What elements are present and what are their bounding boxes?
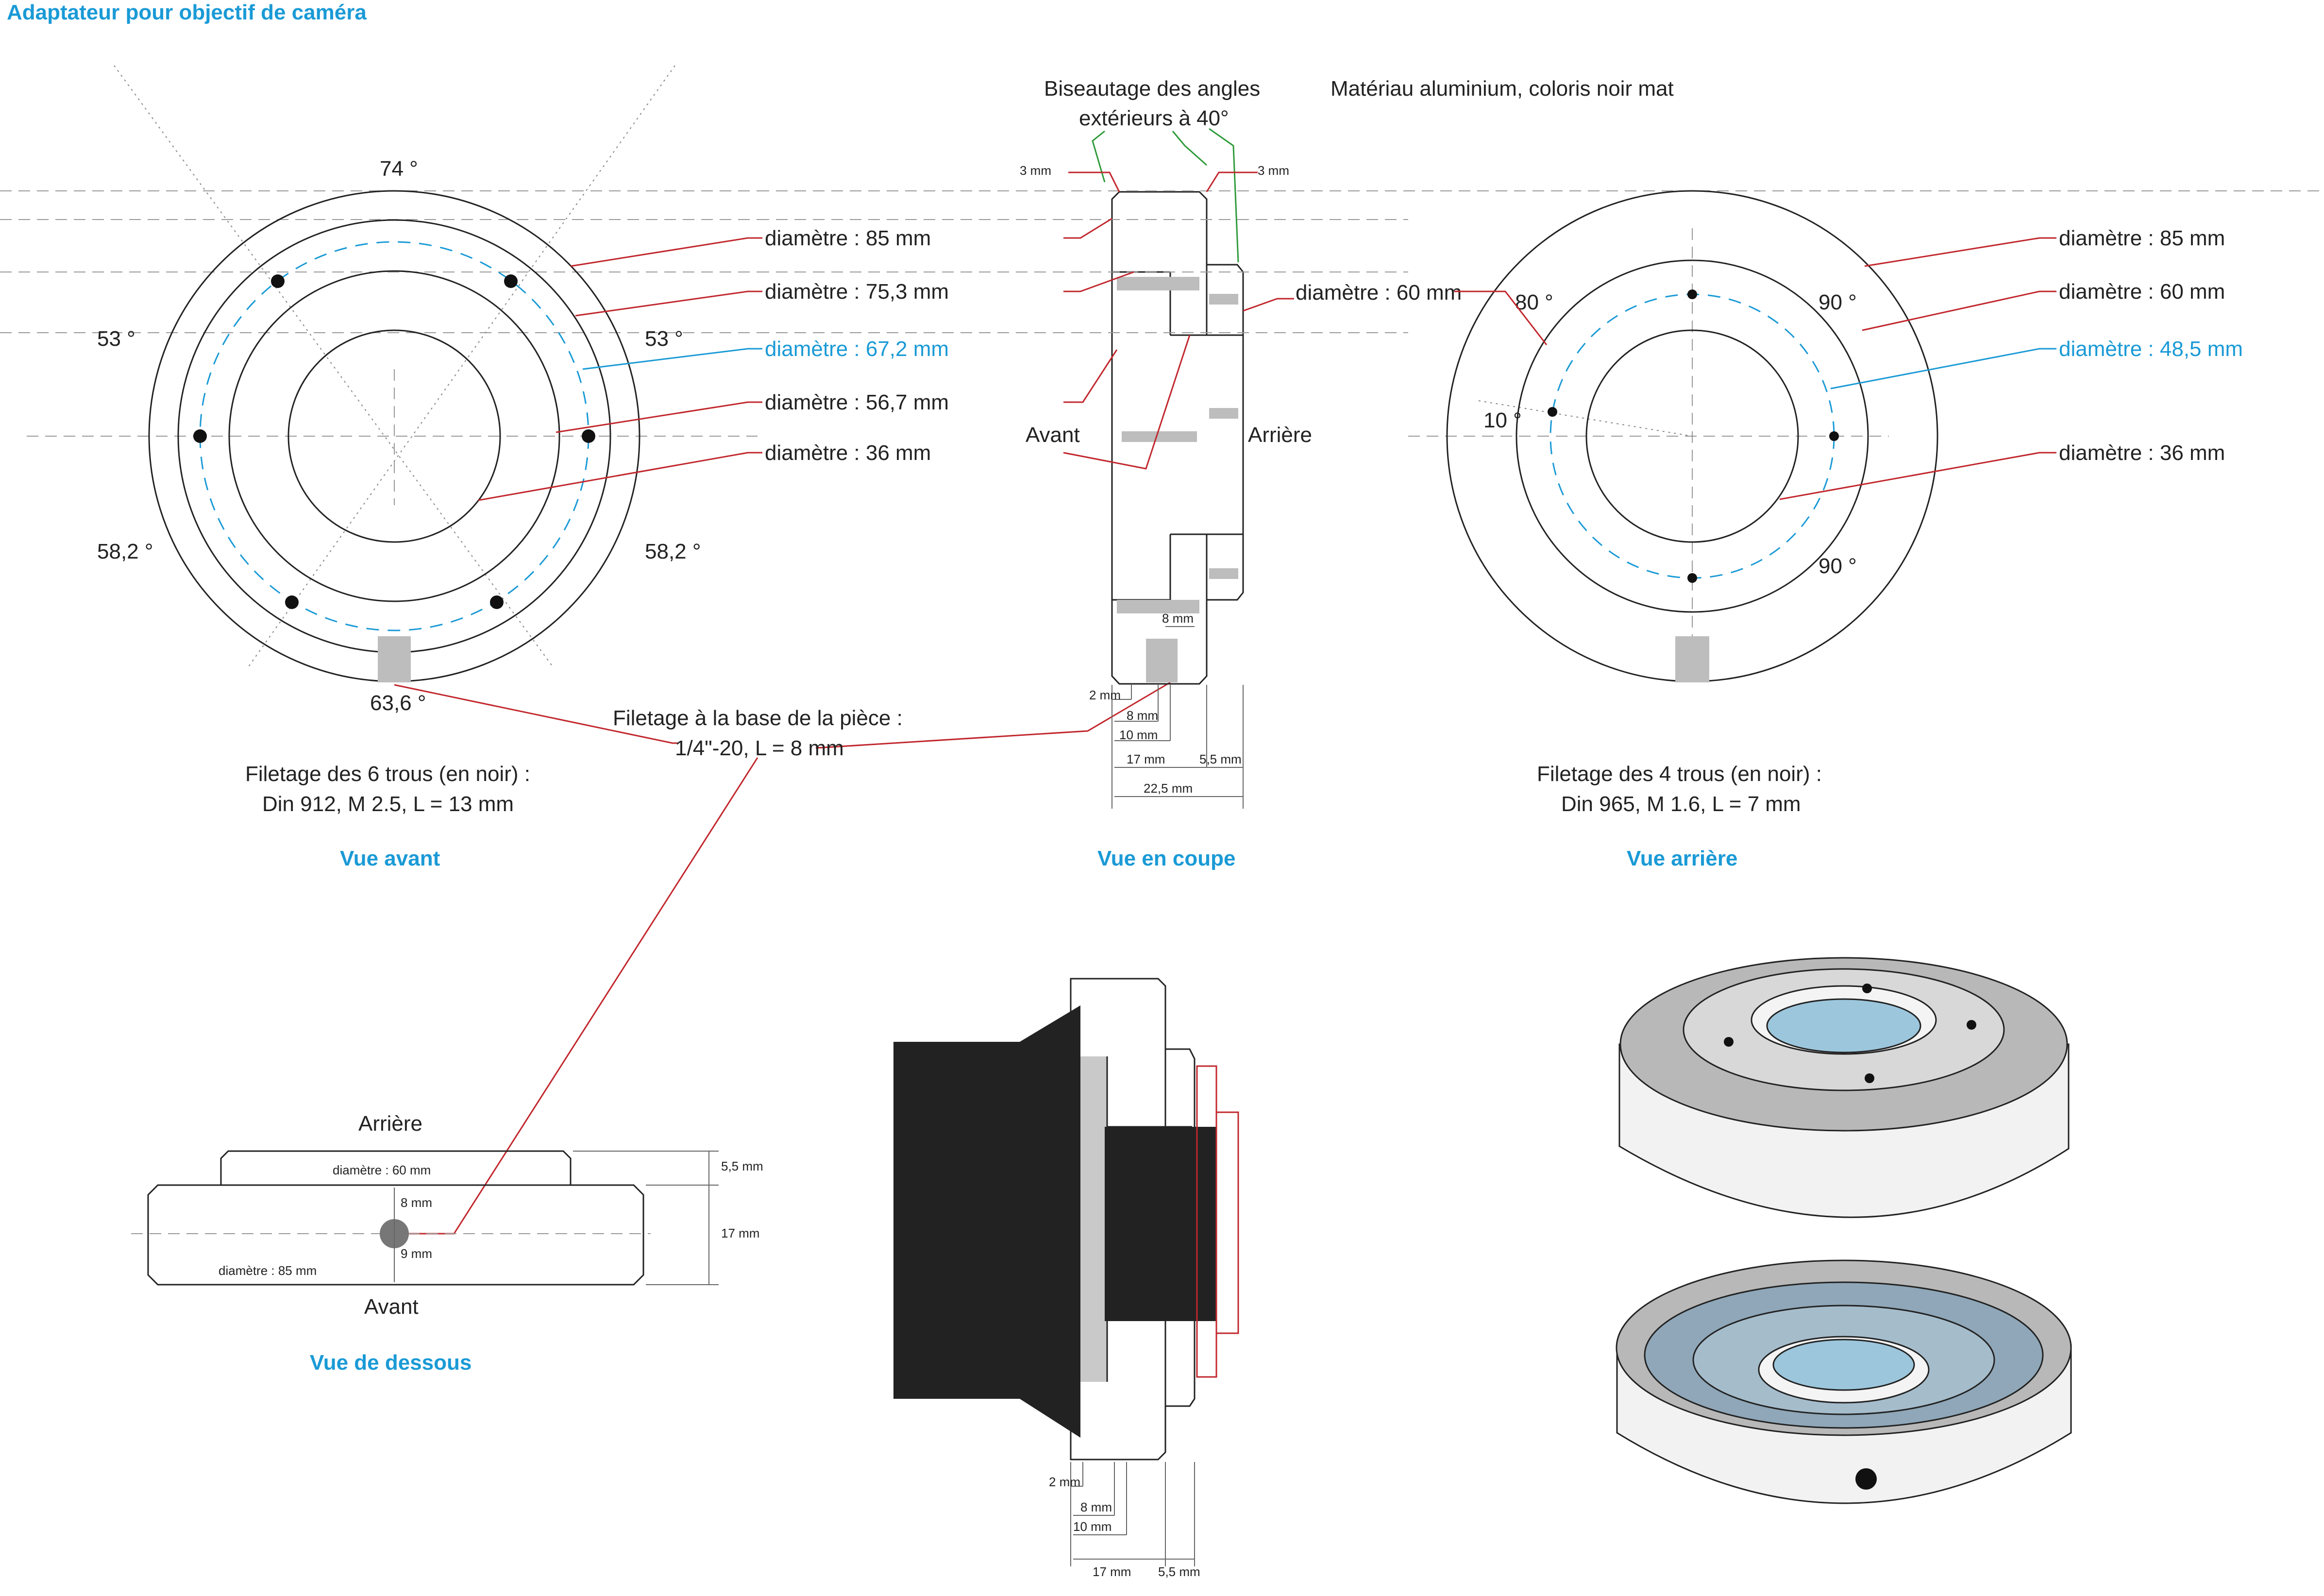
bottom-diameter-85: diamètre : 85 mm: [219, 1263, 317, 1278]
front-diameter-75: diamètre : 75,3 mm: [765, 280, 949, 304]
section-dim-2mm: 2 mm: [1089, 688, 1121, 702]
render-top: [1618, 957, 2070, 1218]
render-bottom: [1616, 1259, 2072, 1504]
base-thread-note-2: 1/4"-20, L = 8 mm: [675, 736, 844, 760]
back-angle-80: 80 °: [1515, 290, 1553, 314]
bottom-diameter-60: diamètre : 60 mm: [333, 1163, 431, 1177]
section-dim-3mm-right: 3 mm: [1258, 163, 1289, 178]
material-note: Matériau aluminium, coloris noir mat: [1330, 77, 1674, 101]
bottom-view: Arrière diamètre : 60 mm diamètre : 85 m…: [131, 1112, 763, 1375]
back-bore-36: [1585, 329, 1799, 543]
front-view: 74 ° 53 ° 53 ° 58,2 ° 58,2 ° 63,6 ° diam…: [0, 65, 949, 870]
hole-icon: [1724, 1037, 1734, 1047]
section-dim-10mm: 10 mm: [1119, 728, 1158, 742]
front-thread-note-1: Filetage des 6 trous (en noir) :: [245, 762, 530, 786]
lens-glass: [1766, 998, 1921, 1053]
section-view-title: Vue en coupe: [1097, 847, 1235, 870]
assembly-dim-8mm: 8 mm: [1080, 1500, 1112, 1514]
section-dim-8mm: 8 mm: [1127, 708, 1158, 723]
bottom-dim-55mm: 5,5 mm: [721, 1159, 763, 1173]
angle-53-left: 53 °: [97, 327, 135, 351]
hole-icon: [1862, 984, 1872, 993]
bottom-dim-8mm: 8 mm: [401, 1195, 432, 1210]
bore-36: [287, 329, 501, 543]
hole-icon: [271, 274, 285, 288]
section-dim-55mm: 5,5 mm: [1199, 752, 1242, 766]
assembly-dim-2mm: 2 mm: [1049, 1475, 1080, 1489]
back-view-title: Vue arrière: [1627, 847, 1737, 870]
section-front-label: Avant: [1026, 423, 1080, 447]
back-diameter-85: diamètre : 85 mm: [2059, 226, 2225, 250]
hole-icon: [582, 429, 595, 443]
front-diameter-85: diamètre : 85 mm: [765, 226, 931, 250]
back-angle-10: 10 °: [1483, 408, 1522, 432]
assembly-section-view: 2 mm 8 mm 10 mm 17 mm 5,5 mm: [893, 978, 1239, 1579]
lens-insert: [1105, 1127, 1216, 1321]
bottom-front-label: Avant: [364, 1295, 419, 1319]
front-holes: [193, 274, 595, 609]
section-dim-225mm: 22,5 mm: [1144, 781, 1193, 796]
section-dim-8mm-top: 8 mm: [1162, 611, 1194, 626]
front-diameter-56: diamètre : 56,7 mm: [765, 391, 949, 414]
document-title: Adaptateur pour objectif de caméra: [7, 0, 367, 24]
hole-icon: [1829, 431, 1839, 441]
front-thread-note-2: Din 912, M 2.5, L = 13 mm: [262, 792, 514, 816]
back-angle-90-top: 90 °: [1819, 290, 1857, 314]
back-thread-hatch: [1675, 636, 1709, 682]
hole-icon: [193, 429, 207, 443]
section-dim-3mm-left: 3 mm: [1020, 163, 1051, 178]
section-view: Biseautage des angles extérieurs à 40° M…: [758, 77, 2324, 870]
bottom-dim-17mm: 17 mm: [721, 1226, 759, 1240]
section-diameter-60: diamètre : 60 mm: [1296, 281, 1462, 305]
chamfer-note-1: Biseautage des angles: [1044, 77, 1260, 101]
base-thread-hatch: [378, 636, 411, 682]
back-diameter-36: diamètre : 36 mm: [2059, 441, 2225, 465]
back-holes: [1548, 289, 1839, 583]
angle-53-right: 53 °: [645, 327, 683, 351]
bottom-back-label: Arrière: [358, 1112, 422, 1136]
section-back-label: Arrière: [1248, 423, 1312, 447]
assembly-dim-17mm: 17 mm: [1093, 1564, 1131, 1579]
assembly-dim-55mm: 5,5 mm: [1158, 1564, 1200, 1579]
angle-58-right: 58,2 °: [645, 540, 701, 563]
back-diameter-60: diamètre : 60 mm: [2059, 280, 2225, 304]
hole-icon: [285, 595, 299, 609]
hole-icon: [1865, 1073, 1874, 1083]
angle-63: 63,6 °: [370, 691, 426, 715]
angle-58-left: 58,2 °: [97, 540, 153, 563]
hole-icon: [1967, 1020, 1976, 1030]
back-view: 80 ° 90 ° 10 ° 90 ° diamètre : 85 mm dia…: [1408, 190, 2243, 870]
angle-74: 74 °: [380, 157, 418, 181]
hole-icon: [1687, 289, 1697, 299]
bottom-view-title: Vue de dessous: [310, 1351, 472, 1375]
section-dim-17mm: 17 mm: [1127, 752, 1165, 766]
hole-icon: [1687, 573, 1697, 583]
ring-56: [228, 270, 560, 602]
front-diameter-67: diamètre : 67,2 mm: [765, 337, 949, 361]
base-thread-note-1: Filetage à la base de la pièce :: [613, 706, 903, 730]
base-hole-icon: [1855, 1468, 1877, 1490]
back-diameter-48: diamètre : 48,5 mm: [2059, 337, 2243, 361]
back-thread-note-1: Filetage des 4 trous (en noir) :: [1537, 762, 1822, 786]
back-thread-note-2: Din 965, M 1.6, L = 7 mm: [1561, 792, 1801, 816]
front-view-title: Vue avant: [340, 847, 440, 870]
lens-glass: [1772, 1339, 1915, 1391]
chamfer-note-2: extérieurs à 40°: [1079, 106, 1229, 130]
bottom-dim-9mm: 9 mm: [401, 1246, 432, 1261]
hole-icon: [1548, 407, 1557, 417]
hole-icon: [504, 274, 518, 288]
hole-icon: [490, 595, 504, 609]
back-angle-90-bottom: 90 °: [1819, 554, 1857, 578]
back-ring-60: [1516, 259, 1869, 613]
assembly-dim-10mm: 10 mm: [1073, 1519, 1111, 1534]
front-diameter-36: diamètre : 36 mm: [765, 441, 931, 465]
